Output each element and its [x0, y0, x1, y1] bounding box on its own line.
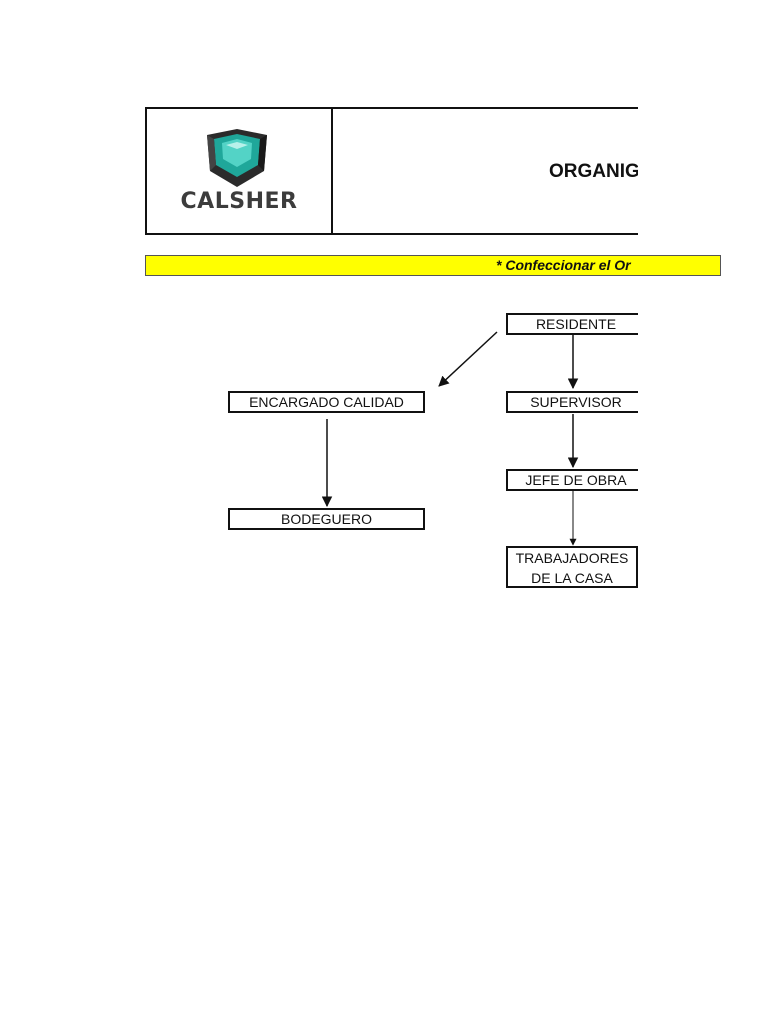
page-clip: CALSHER ORGANIG RESIDENTE ENCARGADO CALI… [145, 107, 638, 588]
logo-wordmark: CALSHER [180, 189, 298, 214]
document-title: ORGANIG [549, 161, 638, 182]
arrow-residente-to-encargado [438, 331, 498, 387]
calsher-cube-icon [207, 129, 267, 187]
node-bodeguero: BODEGUERO [228, 508, 425, 530]
node-supervisor: SUPERVISOR [506, 391, 638, 413]
org-chart-connectors [321, 331, 579, 546]
instruction-banner: * Confeccionar el Or [145, 255, 721, 276]
node-residente: RESIDENTE [506, 313, 638, 335]
node-encargado-calidad: ENCARGADO CALIDAD [228, 391, 425, 413]
node-jefe-de-obra: JEFE DE OBRA [506, 469, 638, 491]
node-trabajadores: TRABAJADORES DE LA CASA [506, 546, 638, 588]
logo-cell: CALSHER [147, 109, 333, 233]
document-header: CALSHER ORGANIG [145, 107, 638, 235]
instruction-text: * Confeccionar el Or [496, 257, 631, 273]
